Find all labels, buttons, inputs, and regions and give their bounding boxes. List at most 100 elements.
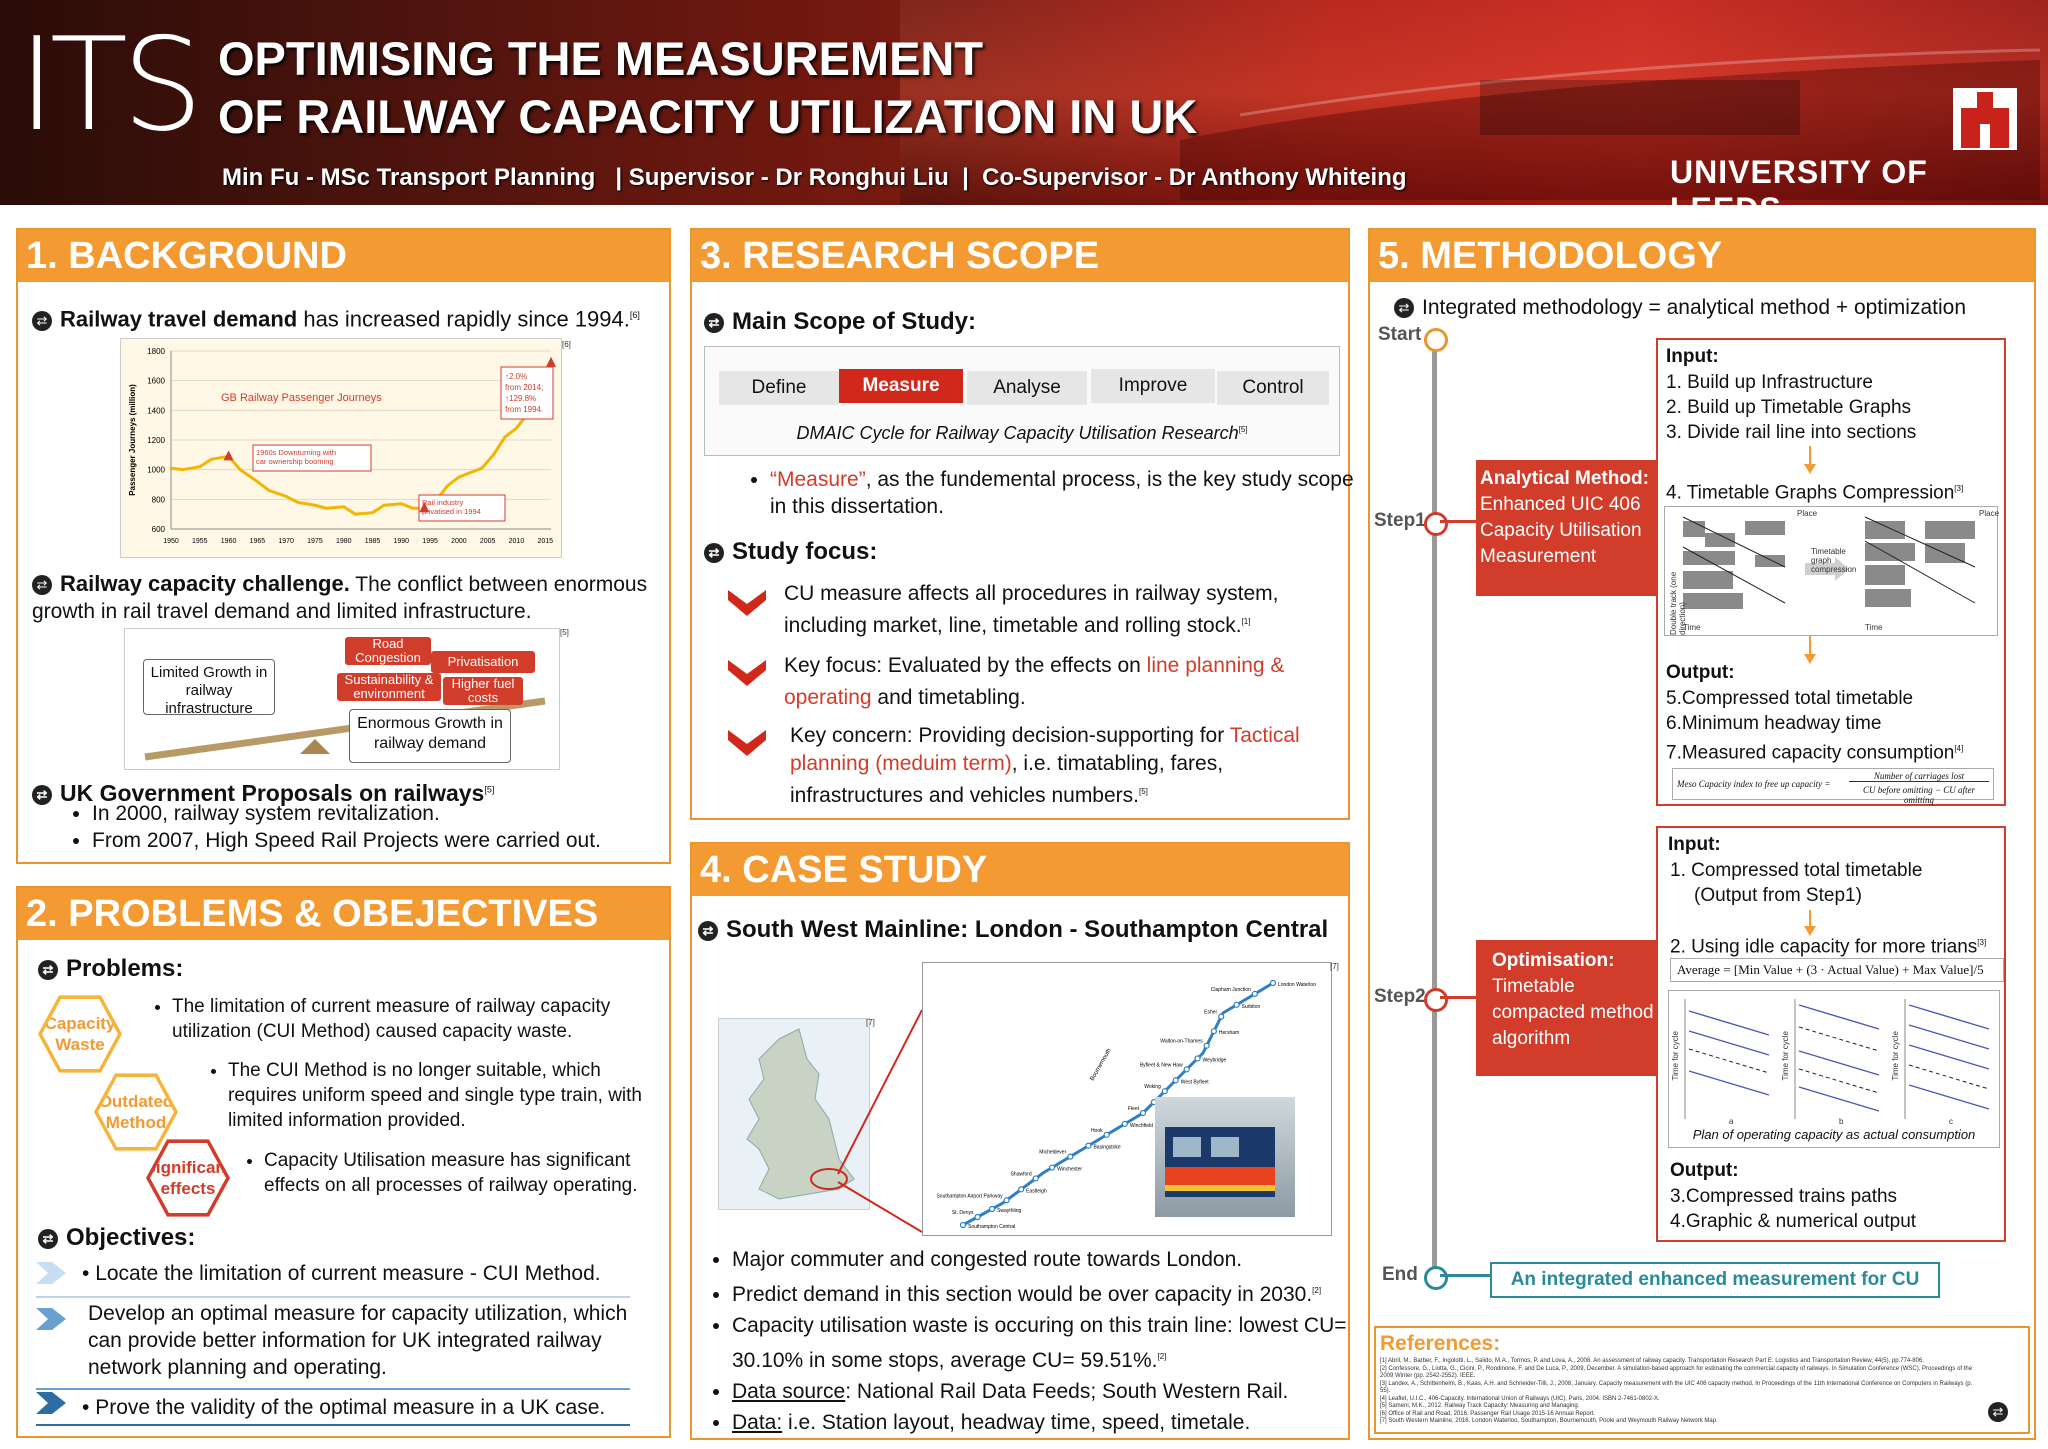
- station-label: Surbiton: [1242, 1004, 1261, 1010]
- station-label: Shawford: [1011, 1171, 1032, 1177]
- y-tick-label: 1600: [147, 377, 165, 386]
- station-marker: [1032, 1175, 1039, 1182]
- label-step2: Step2: [1374, 986, 1426, 1007]
- x-tick-label: 1955: [192, 538, 208, 545]
- objective-2: Develop an optimal measure for capacity …: [88, 1302, 628, 1379]
- x-tick-label: 1980: [336, 538, 352, 545]
- case-bullet: Predict demand in this section would be …: [732, 1275, 1372, 1310]
- station-label: St. Denys: [952, 1210, 974, 1216]
- problem-item: The CUI Method is no longer suitable, wh…: [228, 1058, 668, 1133]
- station-marker: [1269, 979, 1277, 987]
- references-title: References:: [1380, 1332, 1501, 1355]
- station-label: Southampton Airport Parkway: [936, 1193, 1003, 1199]
- chevron-down-icon: [728, 660, 766, 686]
- station-marker: [1139, 1109, 1147, 1117]
- station-label: Clapham Junction: [1211, 987, 1251, 993]
- station-marker: [974, 1213, 981, 1221]
- arrow-down-icon: [1804, 446, 1816, 474]
- station-label: West Byfleet: [1181, 1079, 1210, 1085]
- station-marker: [1003, 1197, 1010, 1204]
- station-marker: [1218, 1013, 1225, 1020]
- x-tick-label: 2015: [537, 538, 553, 545]
- chevron-right-icon: [36, 1392, 66, 1414]
- y-tick-label: 1400: [147, 406, 165, 415]
- station-label: Hersham: [1219, 1030, 1239, 1036]
- data-point: [169, 466, 173, 470]
- uk-map: [718, 1018, 870, 1210]
- station-label: Swaythling: [997, 1208, 1021, 1214]
- divider: [36, 1388, 630, 1390]
- balance-diagram: Limited Growth in railway infrastructure…: [124, 628, 560, 770]
- data-point: [181, 468, 185, 472]
- s2-inputs: 1. Compressed total timetable(Output fro…: [1670, 860, 1923, 906]
- end-result-box: An integrated enhanced measurement for C…: [1490, 1262, 1940, 1298]
- annotation-growth: ↑2.0%: [505, 372, 527, 381]
- station-label: Fleet: [1128, 1106, 1140, 1112]
- rail-icon: ⇄: [38, 959, 58, 980]
- scope-heading: 3. RESEARCH SCOPE: [692, 230, 1348, 282]
- station-marker: [1172, 1077, 1179, 1084]
- rail-icon: ⇄: [32, 310, 52, 331]
- data-point: [457, 475, 461, 479]
- poster-header: [0, 0, 2048, 205]
- station-marker: [1121, 1120, 1128, 1128]
- data-point: [445, 484, 449, 488]
- gov-item: From 2007, High Speed Rail Projects were…: [92, 827, 692, 854]
- rail-icon: ⇄: [38, 1228, 58, 1249]
- x-tick-label: 1990: [394, 538, 410, 545]
- focus-item-2: Key focus: Evaluated by the effects on l…: [784, 654, 1285, 709]
- station-marker: [1161, 1088, 1168, 1095]
- objectives-title: ⇄Objectives:: [38, 1224, 195, 1252]
- problem-item-2-list: The CUI Method is no longer suitable, wh…: [196, 1058, 668, 1133]
- case-heading: 4. CASE STUDY: [692, 844, 1348, 896]
- dmaic-caption: DMAIC Cycle for Railway Capacity Utilisa…: [796, 423, 1248, 443]
- station-label: Weybridge: [1203, 1057, 1227, 1063]
- gov-list: In 2000, railway system revitalization. …: [40, 800, 692, 854]
- end-node: [1424, 1266, 1448, 1290]
- enormous-growth-box: Enormous Growth in railway demand: [349, 709, 511, 763]
- s2-caption: Plan of operating capacity as actual con…: [1692, 1127, 1976, 1142]
- compression-diagram: Double track (one direction) Place Place…: [1664, 506, 1999, 636]
- authors-line: Min Fu - MSc Transport Planning | Superv…: [222, 164, 1407, 191]
- focus-item-3: Key concern: Providing decision-supporti…: [790, 724, 1300, 807]
- step2-tag: Optimisation: Timetable compacted method…: [1476, 940, 1676, 1076]
- y-tick-label: 800: [152, 495, 166, 504]
- station-marker: [1085, 1142, 1092, 1149]
- references-box: References: [1] Abril, M., Barber, F., I…: [1374, 1326, 2030, 1434]
- station-marker: [959, 1221, 967, 1229]
- station-label: Basingstoke: [1093, 1145, 1120, 1151]
- train-illustration: [1180, 48, 2040, 200]
- station-label: Southampton Central: [968, 1224, 1015, 1230]
- university-name: UNIVERSITY OF LEEDS: [1670, 154, 1928, 227]
- annotation-growth-box: [500, 366, 554, 420]
- problems-section: 2. PROBLEMS & OBEJECTIVES: [16, 886, 671, 1438]
- case-title: ⇄South West Mainline: London - Southampt…: [698, 916, 1328, 944]
- rail-icon: ⇄: [1394, 298, 1414, 319]
- rail-icon: ⇄: [698, 920, 718, 941]
- start-node: [1424, 328, 1448, 352]
- case-bullet: Data: i.e. Station layout, headway time,…: [732, 1407, 1372, 1438]
- station-label: Winchester: [1057, 1167, 1082, 1173]
- train-photo: [1155, 1097, 1295, 1217]
- annotation-growth: from 1994.: [505, 405, 543, 414]
- study-focus-title: ⇄Study focus:: [704, 538, 877, 566]
- dmaic-define: Define: [719, 371, 839, 405]
- problem-item-3-list: Capacity Utilisation measure has signifi…: [232, 1148, 684, 1198]
- station-label: Byfleet & New Haw: [1140, 1062, 1183, 1068]
- data-point: [399, 502, 403, 506]
- chart-title: GB Railway Passenger Journeys: [221, 392, 382, 404]
- case-bullets: Major commuter and congested route towar…: [700, 1244, 1372, 1438]
- y-tick-label: 1200: [147, 436, 165, 445]
- tag-road-congestion: Road Congestion: [345, 637, 431, 665]
- data-point: [313, 503, 317, 507]
- title-line-1: OPTIMISING THE MEASUREMENT: [218, 32, 984, 85]
- data-point: [255, 480, 259, 484]
- divider: [36, 1296, 630, 1298]
- marker-triangle: [546, 356, 556, 367]
- dmaic-control: Control: [1217, 371, 1329, 405]
- measure-note-item: “Measure”, as the fundemental process, i…: [770, 466, 1370, 520]
- dmaic-analyse: Analyse: [967, 371, 1087, 405]
